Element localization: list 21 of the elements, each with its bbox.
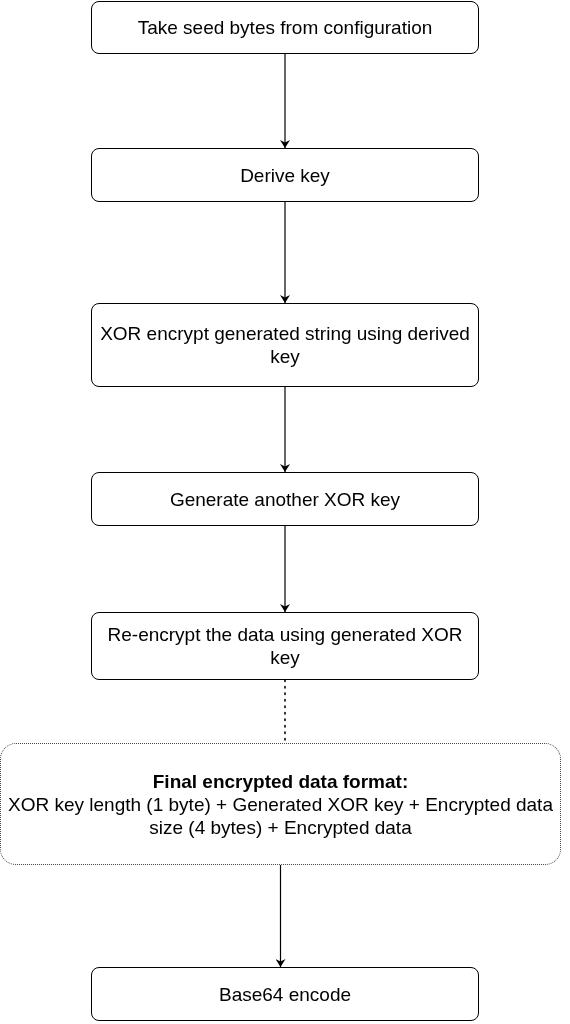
arrow <box>280 201 290 304</box>
step-text: Take seed bytes from configuration <box>137 16 433 39</box>
process-box <box>91 1 479 54</box>
step-text: XOR encrypt generated string using derived key <box>99 322 471 368</box>
process-box <box>91 303 479 387</box>
process-box <box>91 967 479 1021</box>
step-text: Derive key <box>240 163 330 187</box>
format-heading: Final encrypted data format: <box>152 769 409 793</box>
step-text: Re-encrypt the data using generated XOR key <box>106 623 464 669</box>
arrow <box>275 864 286 968</box>
arrow <box>280 53 290 149</box>
step-text: Base64 encode <box>218 982 352 1006</box>
step-text: Generate another XOR key <box>169 487 401 511</box>
arrow <box>280 386 290 473</box>
process-box <box>91 148 479 202</box>
process-box <box>91 612 479 680</box>
format-description: XOR key length (1 byte) + Generated XOR key + Encrypted data size (4 bytes) + Encrypted data <box>7 792 554 839</box>
arrow <box>280 525 290 613</box>
data-format-box <box>0 743 561 865</box>
dotted-connector <box>284 679 286 744</box>
process-box <box>91 472 479 526</box>
